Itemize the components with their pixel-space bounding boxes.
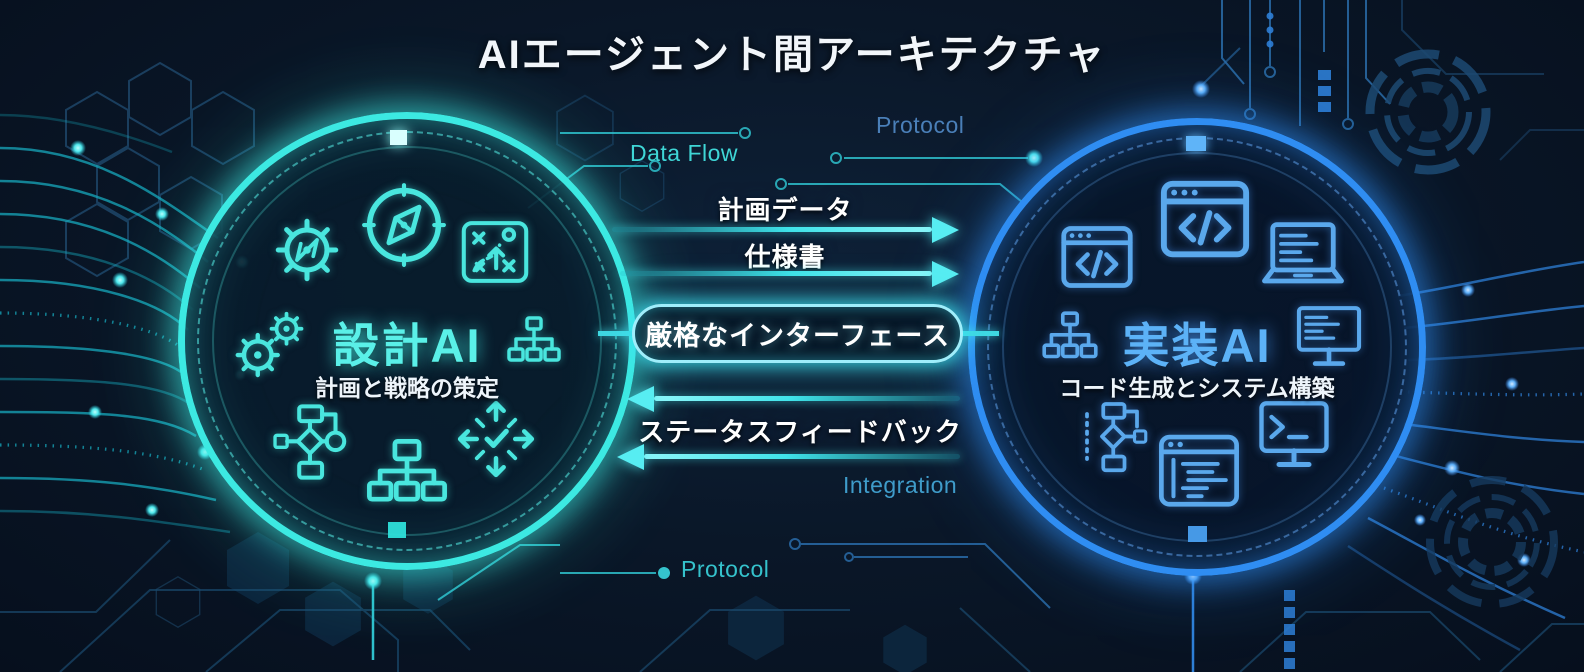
- flowchart-icon: [1077, 399, 1157, 479]
- circuit-pins-top-right: [1221, 0, 1391, 130]
- status-feedback-arrow-left-bottom: [644, 454, 960, 459]
- hierarchy-icon: [1037, 307, 1103, 373]
- code-window-icon: [1158, 172, 1252, 266]
- specification-arrow-right: [620, 271, 932, 276]
- implementation-agent-description: コード生成とシステム構築: [1059, 375, 1335, 401]
- protocol-bottom-circuit: [437, 544, 656, 601]
- strategy-plan-icon: [458, 215, 532, 289]
- implementation-agent-name: 実装AI: [1122, 319, 1272, 372]
- gear-compass-icon: [267, 210, 347, 290]
- ring-tick: [388, 522, 406, 538]
- protocol-bottom-label: Protocol: [681, 556, 770, 582]
- ring-tick: [1186, 136, 1206, 151]
- plan-data-flow-label: 計画データ: [717, 195, 853, 225]
- glow-dots-right: [1414, 283, 1531, 567]
- cyan-node-glow: [364, 572, 382, 590]
- pad-column-bottom-right: [1284, 590, 1295, 669]
- status-feedback-arrow-left-top: [654, 396, 960, 401]
- code-window-icon: [1059, 219, 1135, 295]
- ring-tick: [1188, 526, 1207, 542]
- interface-box: 厳格なインターフェース: [632, 304, 963, 363]
- ring-emblem-bottom-right: [1426, 476, 1558, 608]
- circuit-traces-left: [0, 113, 231, 534]
- interface-connector-right: [961, 331, 999, 336]
- page-title: AIエージェント間アーキテクチャ: [477, 33, 1107, 77]
- terminal-icon: [1254, 397, 1334, 477]
- org-chart-icon: [364, 432, 450, 518]
- circuit-pads-top-right: [1266, 12, 1331, 112]
- deploy-arrows-check-icon: [455, 398, 537, 480]
- ring-tick: [390, 130, 407, 145]
- specification-flow-label: 仕様書: [744, 242, 826, 272]
- design-agent-circle: 設計AI 計画と戦略の策定: [178, 112, 636, 570]
- status-feedback-flow-label: ステータスフィードバック: [638, 417, 962, 447]
- hierarchy-icon: [502, 312, 566, 376]
- implementation-agent-circle: 実装AI コード生成とシステム構築: [968, 118, 1426, 576]
- ring-emblem-top-right: [1365, 49, 1491, 175]
- integration-label: Integration: [843, 472, 958, 498]
- flowchart-icon: [271, 401, 357, 487]
- interface-connector-left: [598, 331, 634, 336]
- laptop-code-icon: [1259, 215, 1347, 303]
- protocol-top-label: Protocol: [876, 112, 965, 138]
- compass-icon: [360, 181, 448, 269]
- monitor-code-icon: [1292, 300, 1366, 374]
- data-flow-label: Data Flow: [630, 140, 739, 166]
- bottom-circuits: [0, 539, 1584, 672]
- integration-circuit: [789, 538, 1051, 609]
- top-node-glow: [1192, 80, 1210, 98]
- circuit-traces-right: [1347, 260, 1584, 652]
- design-agent-description: 計画と戦略の策定: [315, 375, 499, 401]
- gears-icon: [229, 305, 309, 385]
- ring-junction-glow: [1025, 149, 1043, 167]
- plan-data-arrow-right: [612, 227, 932, 232]
- design-agent-name: 設計AI: [332, 319, 482, 372]
- code-editor-icon: [1156, 429, 1242, 515]
